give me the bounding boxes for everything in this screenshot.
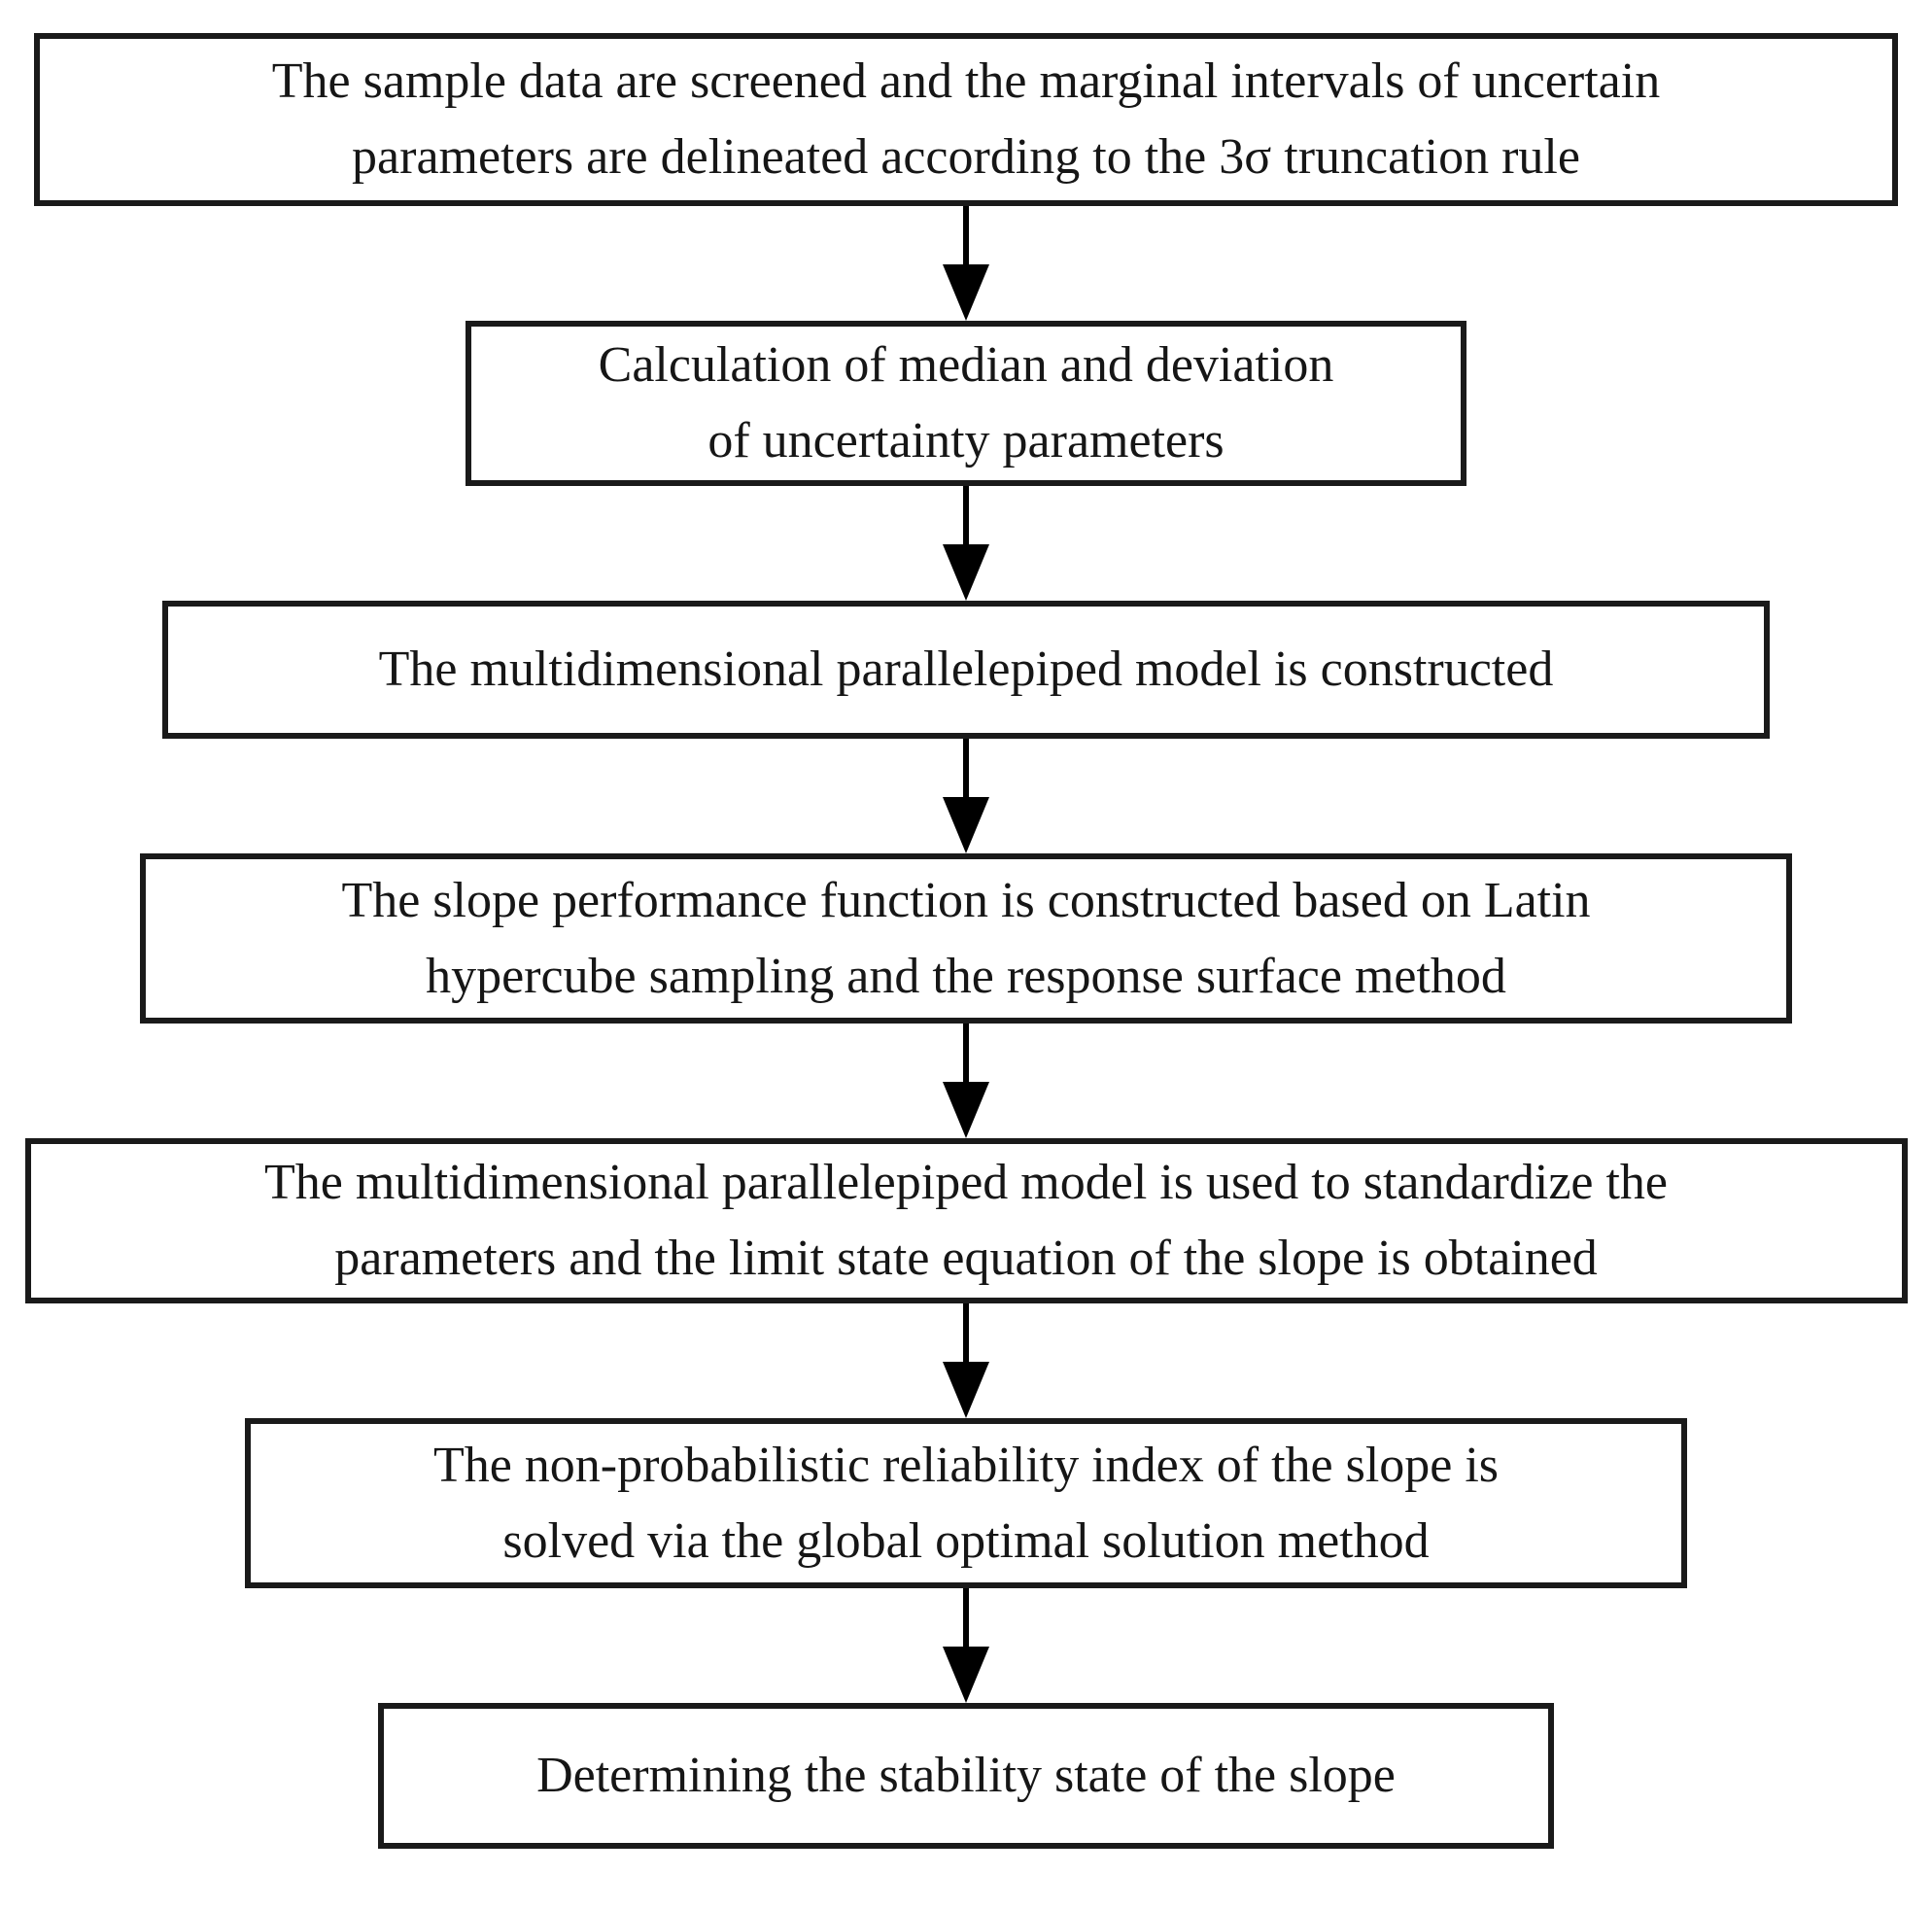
node-text-line: Calculation of median and deviation [598, 337, 1334, 393]
arrow-shaft [963, 1303, 969, 1362]
arrow-shaft [963, 486, 969, 544]
down-arrowhead-icon [943, 264, 989, 321]
node-text-line: The multidimensional parallelepiped mode… [378, 642, 1554, 697]
down-arrowhead-icon [943, 1362, 989, 1418]
flow-node-step-5: The multidimensional parallelepiped mode… [24, 1138, 1908, 1303]
arrow-shaft [963, 206, 969, 264]
node-text-line: The slope performance function is constr… [341, 872, 1591, 928]
node-text-line: hypercube sampling and the response surf… [426, 948, 1506, 1004]
flow-node-step-4: The slope performance function is constr… [140, 853, 1792, 1024]
down-arrowhead-icon [943, 544, 989, 601]
flow-arrow-2-3 [943, 486, 989, 601]
flow-node-step-6: The non-probabilistic reliability index … [245, 1418, 1687, 1588]
node-text-line: solved via the global optimal solution m… [502, 1512, 1430, 1569]
down-arrowhead-icon [943, 797, 989, 853]
arrow-shaft [963, 739, 969, 797]
flow-arrow-5-6 [943, 1303, 989, 1418]
flow-arrow-6-7 [943, 1588, 989, 1703]
flow-arrow-3-4 [943, 739, 989, 853]
flow-node-step-2: Calculation of median and deviation of u… [466, 321, 1466, 486]
down-arrowhead-icon [943, 1647, 989, 1703]
flow-arrow-1-2 [943, 206, 989, 321]
flow-arrow-4-5 [943, 1024, 989, 1138]
node-text-line: parameters and the limit state equation … [334, 1231, 1598, 1286]
node-text-line: of uncertainty parameters [707, 413, 1225, 469]
node-text-line: The multidimensional parallelepiped mode… [263, 1155, 1669, 1210]
flowchart: The sample data are screened and the mar… [24, 33, 1908, 1849]
node-text-line: parameters are delineated according to t… [352, 129, 1580, 185]
node-text-line: The sample data are screened and the mar… [271, 53, 1661, 109]
arrow-shaft [963, 1588, 969, 1647]
node-text-line: The non-probabilistic reliability index … [432, 1437, 1500, 1493]
arrow-shaft [963, 1024, 969, 1082]
node-text-line: Determining the stability state of the s… [536, 1748, 1396, 1803]
down-arrowhead-icon [943, 1082, 989, 1138]
flow-node-step-3: The multidimensional parallelepiped mode… [162, 601, 1770, 739]
flow-node-step-1: The sample data are screened and the mar… [34, 33, 1898, 206]
flow-node-step-7: Determining the stability state of the s… [378, 1703, 1554, 1849]
